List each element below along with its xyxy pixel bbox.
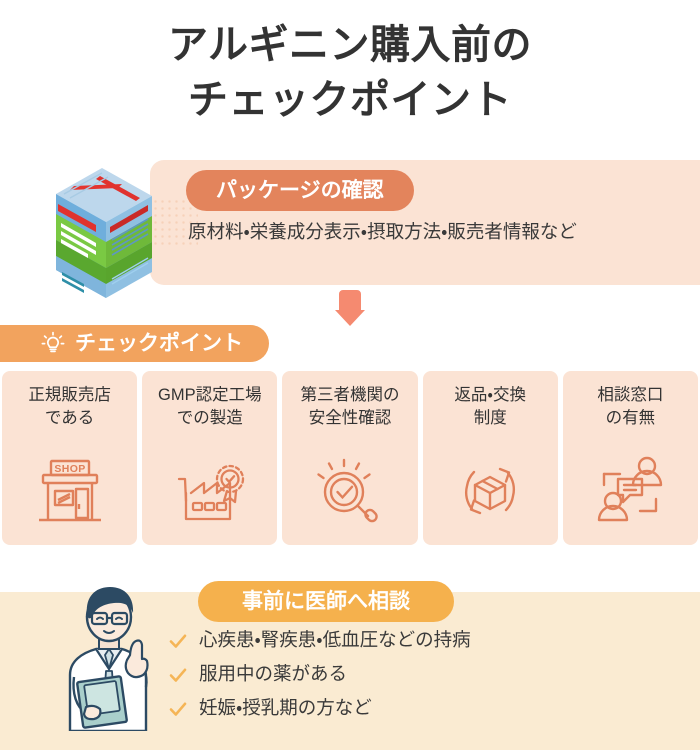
doctor-pointing-icon	[52, 583, 170, 733]
arrow-down-icon	[332, 288, 368, 328]
card-label: 第三者機関の 安全性確認	[300, 386, 400, 428]
checkpoint-card-grid: 正規販売店 である SHOP	[2, 371, 699, 545]
shop-storefront-icon: SHOP	[31, 453, 109, 529]
title-line-1: アルギニン購入前の	[167, 23, 533, 67]
package-body-text: 原材料・栄養成分表示・摂取方法・販売者情報など	[188, 221, 577, 242]
checkpoint-card[interactable]: 正規販売店 である SHOP	[2, 371, 138, 545]
check-icon	[168, 631, 188, 651]
card-label: 相談窓口 の有無	[597, 386, 664, 428]
magnifier-check-icon	[311, 453, 389, 529]
checklist-item: 妊娠・授乳期の方など	[168, 696, 648, 721]
checklist-item: 心疾患・腎疾患・低血圧などの持病	[168, 628, 648, 653]
checkpoint-card[interactable]: 第三者機関の 安全性確認	[282, 371, 418, 545]
checkpoint-card[interactable]: 返品・交換 制度	[422, 371, 558, 545]
checklist-text: 心疾患・腎疾患・低血圧などの持病	[199, 629, 471, 650]
page-title: アルギニン購入前の チェックポイント	[0, 18, 700, 128]
consultation-people-icon	[591, 453, 669, 529]
checklist-text: 妊娠・授乳期の方など	[199, 696, 372, 718]
doctor-checklist: 心疾患・腎疾患・低血圧などの持病 服用中の薬がある 妊娠・授乳期の方など	[168, 628, 648, 730]
card-label: GMP認定工場 での製造	[158, 386, 262, 428]
check-icon	[168, 699, 188, 719]
title-line-2: チェックポイント	[188, 78, 512, 123]
callout-dot-pattern	[152, 198, 198, 248]
checklist-item: 服用中の薬がある	[168, 662, 648, 687]
doctor-consult-badge: 事前に医師へ相談	[198, 581, 454, 623]
check-icon	[168, 665, 188, 685]
svg-text:SHOP: SHOP	[54, 463, 85, 475]
lightbulb-icon	[40, 331, 66, 357]
checkpoint-badge: チェックポイント	[0, 325, 269, 362]
checkpoint-card[interactable]: 相談窓口 の有無	[562, 371, 699, 545]
package-badge: パッケージの確認	[186, 170, 414, 212]
supplement-box-icon	[44, 148, 164, 320]
factory-certified-icon	[171, 453, 249, 529]
card-label: 正規販売店 である	[28, 386, 111, 428]
checkpoint-card[interactable]: GMP認定工場 での製造	[142, 371, 278, 545]
checkpoint-badge-label: チェックポイント	[75, 332, 243, 355]
card-label: 返品・交換 制度	[454, 386, 527, 428]
return-box-icon	[451, 453, 529, 529]
package-callout: パッケージの確認 原材料・栄養成分表示・摂取方法・販売者情報など	[130, 160, 700, 285]
checklist-text: 服用中の薬がある	[199, 662, 348, 684]
